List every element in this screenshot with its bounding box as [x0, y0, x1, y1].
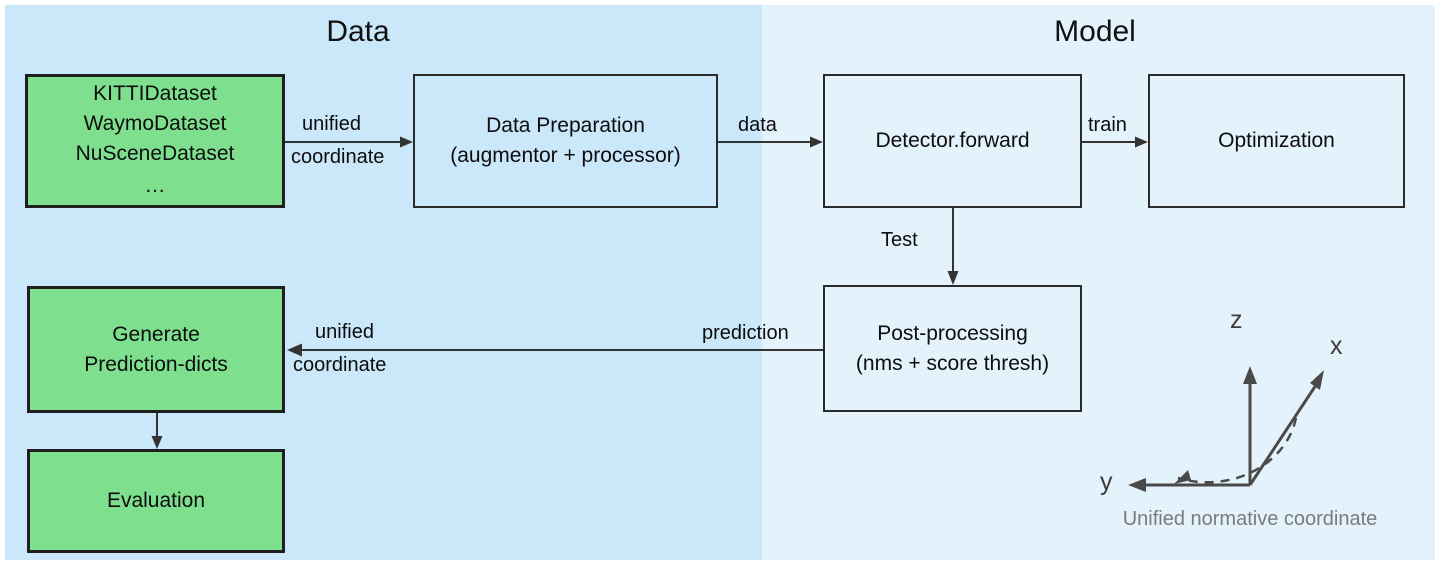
node-evaluation[interactable]: Evaluation: [27, 449, 285, 553]
node-datasets-line-2: WaymoDataset: [83, 112, 227, 135]
edge-dataprep-to-detector: [718, 131, 833, 153]
node-post-processing-line-1: Post-processing: [877, 321, 1028, 345]
node-datasets-line-1: KITTIDataset: [93, 82, 217, 105]
coordinate-widget-caption: Unified normative coordinate: [1122, 508, 1378, 530]
axis-label-x: x: [1330, 332, 1343, 360]
edge-generate-to-evaluation: [146, 413, 168, 453]
z-axis-icon: [1243, 366, 1257, 485]
edge-label-coordinate-bottom: coordinate: [291, 146, 385, 168]
y-axis-icon: [1128, 478, 1250, 492]
node-detector-forward[interactable]: Detector.forward: [823, 74, 1082, 208]
axis-label-y: y: [1100, 468, 1113, 496]
edge-label-unified-bottom-arrow: unified: [315, 321, 374, 343]
node-data-preparation-line-1: Data Preparation: [486, 114, 645, 137]
edge-label-train: train: [1088, 114, 1127, 136]
node-generate-line-1: Generate: [112, 322, 200, 346]
node-evaluation-label: Evaluation: [106, 489, 206, 512]
axis-label-z: z: [1230, 306, 1243, 334]
node-datasets[interactable]: KITTIDataset WaymoDataset NuSceneDataset…: [25, 74, 285, 208]
rotation-arc-icon: [1174, 417, 1298, 484]
edge-postproc-to-generate: [285, 339, 831, 361]
node-generate-line-2: Prediction-dicts: [84, 352, 228, 376]
coordinate-axes-widget: z x y: [1090, 300, 1420, 550]
edge-label-data: data: [738, 114, 777, 136]
edge-detector-to-postproc: [942, 208, 964, 288]
node-detector-forward-label: Detector.forward: [875, 129, 1030, 152]
edge-label-prediction: prediction: [702, 322, 789, 344]
node-post-processing-line-2: (nms + score thresh): [855, 351, 1050, 375]
panel-title-model: Model: [1054, 15, 1136, 48]
x-axis-icon: [1248, 370, 1324, 486]
edge-label-unified-top: unified: [302, 113, 361, 135]
node-optimization[interactable]: Optimization: [1148, 74, 1405, 208]
edge-datasets-to-dataprep: [285, 131, 417, 153]
node-data-preparation[interactable]: Data Preparation (augmentor + processor): [413, 74, 718, 208]
edge-label-test: Test: [881, 229, 918, 251]
node-datasets-line-3: NuSceneDataset: [75, 142, 235, 165]
node-optimization-label: Optimization: [1218, 129, 1335, 152]
node-data-preparation-line-2: (augmentor + processor): [450, 144, 681, 167]
edge-label-coordinate-bottom-arrow: coordinate: [293, 354, 387, 376]
node-datasets-line-4: …: [144, 174, 166, 197]
edge-detector-to-optimization: [1082, 131, 1158, 153]
node-post-processing[interactable]: Post-processing (nms + score thresh): [823, 285, 1082, 412]
node-generate-prediction-dicts[interactable]: Generate Prediction-dicts: [27, 286, 285, 413]
panel-title-data: Data: [326, 15, 390, 48]
